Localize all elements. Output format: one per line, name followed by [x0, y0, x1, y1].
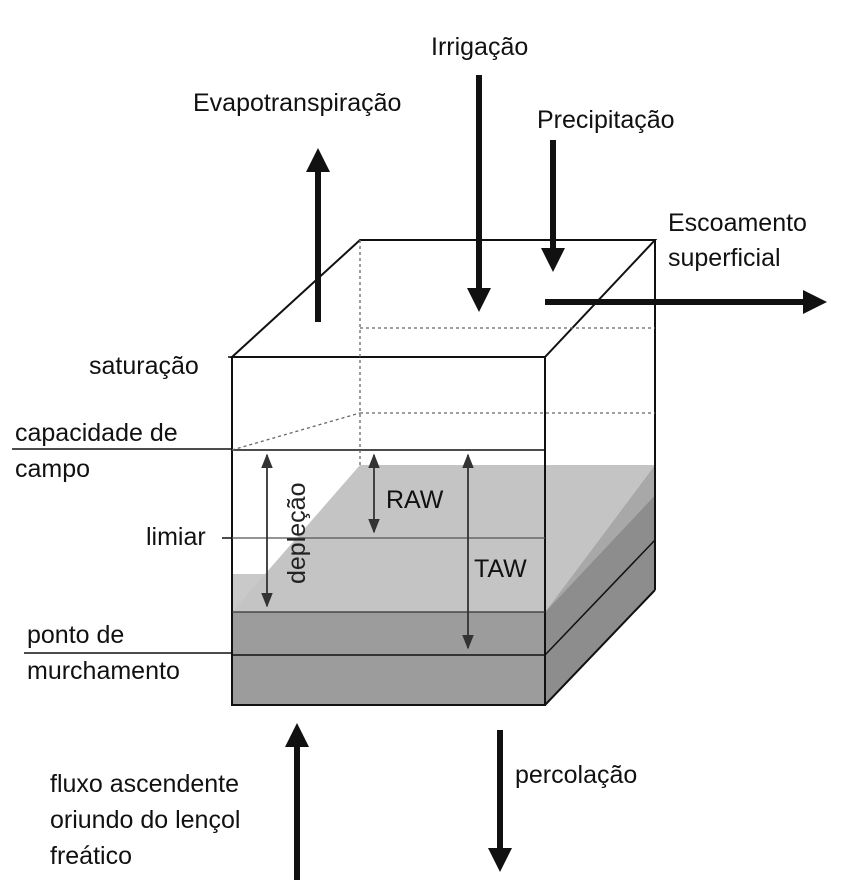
label-capacidade-1: capacidade de — [15, 419, 178, 447]
label-escoamento-1: Escoamento — [668, 209, 807, 237]
label-limiar: limiar — [146, 523, 206, 551]
label-taw: TAW — [474, 555, 527, 583]
box-right-bottom-edge — [544, 589, 656, 706]
hidden-edges — [231, 240, 655, 465]
label-ponto-2: murchamento — [27, 657, 180, 685]
box-front-face — [231, 356, 546, 706]
lower-soil-front — [232, 612, 545, 705]
label-percolacao: percolação — [515, 761, 637, 789]
label-escoamento-2: superficial — [668, 244, 781, 272]
label-rules — [12, 356, 232, 654]
flow-arrows — [285, 75, 827, 880]
hidden-diagonal-edge — [231, 412, 361, 451]
label-deplecao: depleção — [283, 483, 311, 584]
label-ponto-1: ponto de — [27, 621, 124, 649]
label-saturacao: saturação — [89, 352, 199, 380]
wilting-point-side-line — [544, 539, 656, 656]
label-capacidade-2: campo — [15, 455, 90, 483]
label-evapotranspiracao: Evapotranspiração — [193, 89, 401, 117]
label-precipitacao: Precipitação — [537, 106, 675, 134]
label-fluxo-3: freático — [50, 842, 132, 870]
lower-soil-side — [545, 495, 655, 705]
label-raw: RAW — [386, 486, 444, 514]
measurement-arrows — [261, 453, 474, 650]
label-irrigacao: Irrigação — [431, 33, 528, 61]
box-top-face — [229, 239, 658, 358]
label-fluxo-2: oriundo do lençol — [50, 806, 240, 834]
label-fluxo-1: fluxo ascendente — [50, 770, 239, 798]
upper-soil-side — [545, 465, 655, 612]
soil-box — [229, 239, 658, 706]
